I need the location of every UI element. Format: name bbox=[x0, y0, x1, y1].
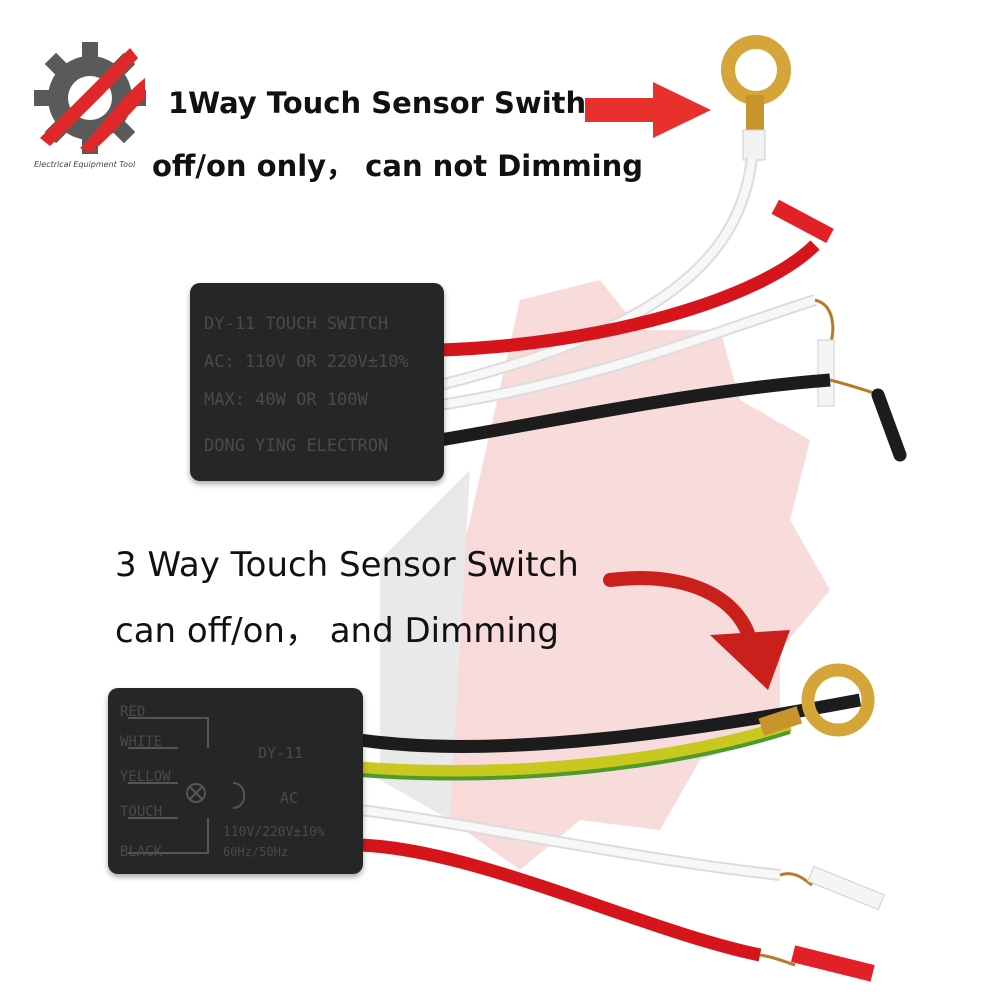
module1-line: DONG YING ELECTRON bbox=[204, 436, 388, 456]
switch3-module: RED WHITE YELLOW TOUCH BLACK DY-11 AC 11… bbox=[108, 688, 363, 874]
module3-wire-label: RED bbox=[120, 704, 145, 720]
module1-line: MAX: 40W OR 100W bbox=[204, 390, 369, 410]
gear-logo-icon bbox=[34, 42, 146, 154]
switch3-subtitle: can off/on， and Dimming bbox=[115, 611, 559, 651]
brand-logo: Electrical Equipment Tool bbox=[28, 28, 158, 178]
arrow-right-icon bbox=[585, 82, 711, 138]
module3-freq: 60Hz/50Hz bbox=[223, 845, 288, 859]
module3-wire-label: WHITE bbox=[120, 734, 162, 750]
ring-terminal-bottom bbox=[801, 663, 875, 737]
logo-caption: Electrical Equipment Tool bbox=[34, 160, 136, 169]
switch1-title: 1Way Touch Sensor Swith bbox=[168, 86, 587, 120]
module3-wire-label: TOUCH bbox=[120, 804, 162, 820]
module3-wire-label: YELLOW bbox=[120, 769, 171, 785]
switch1-module-print: DY-11 TOUCH SWITCH AC: 110V OR 220V±10% … bbox=[204, 314, 409, 456]
switch3-title: 3 Way Touch Sensor Switch bbox=[115, 545, 579, 585]
module3-wire-label: BLACK bbox=[120, 844, 163, 860]
module3-ac: AC bbox=[280, 789, 298, 807]
switch1-subtitle: off/on only， can not Dimming bbox=[152, 149, 644, 183]
module1-line: DY-11 TOUCH SWITCH bbox=[204, 314, 388, 334]
module3-model: DY-11 bbox=[258, 744, 303, 762]
module3-rating: 110V/220V±10% bbox=[223, 825, 325, 840]
module1-line: AC: 110V OR 220V±10% bbox=[204, 352, 409, 372]
switch1-module: DY-11 TOUCH SWITCH AC: 110V OR 220V±10% … bbox=[190, 283, 444, 481]
arrow-curved-down-icon bbox=[603, 571, 790, 690]
switch3-module-print: RED WHITE YELLOW TOUCH BLACK DY-11 AC 11… bbox=[120, 704, 325, 860]
